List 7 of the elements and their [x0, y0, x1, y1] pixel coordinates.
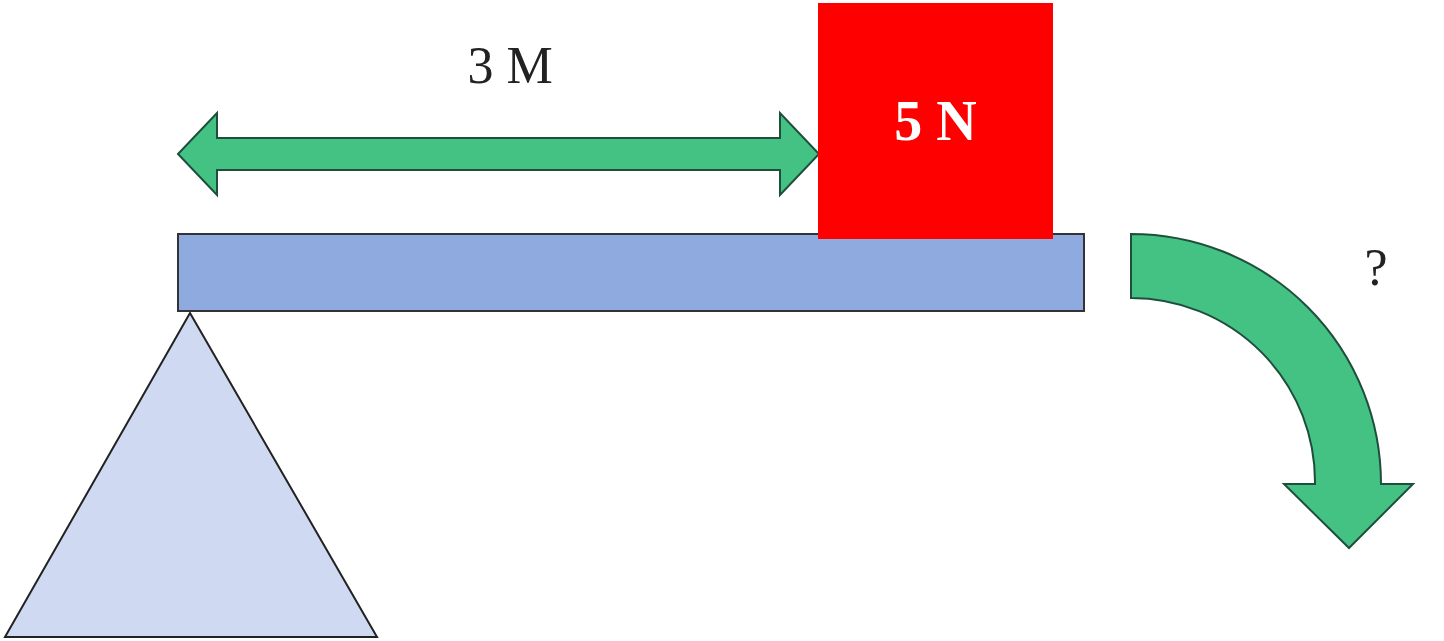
- beam: [177, 233, 1085, 312]
- dimension-label: 3 M: [467, 36, 553, 95]
- fulcrum-triangle: [3, 311, 379, 638]
- question-mark: ?: [1364, 238, 1388, 297]
- weight-block: [818, 3, 1053, 239]
- dimension-line: [176, 110, 821, 198]
- weight-label: 5 N: [894, 89, 977, 153]
